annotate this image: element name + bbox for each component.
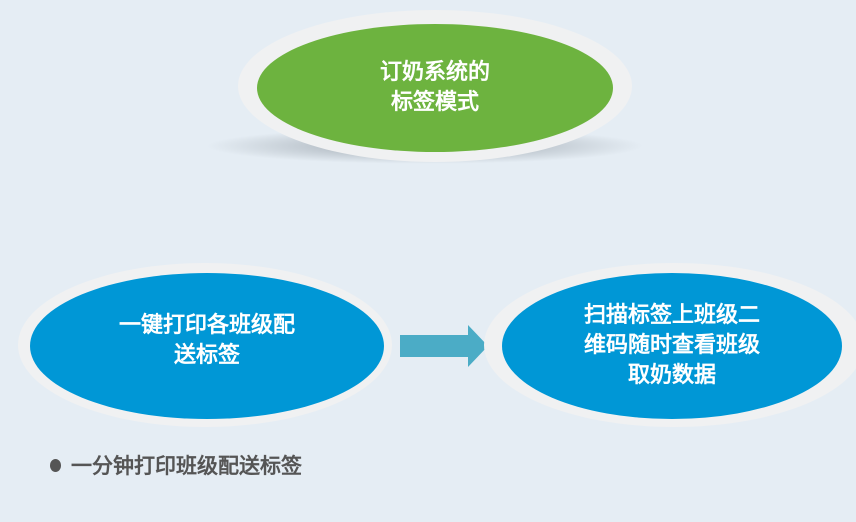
- right-arrow-icon: [400, 325, 488, 367]
- right-node-line2: 维码随时查看班级: [583, 333, 760, 358]
- top-node: 订奶系统的标签模式: [257, 24, 613, 152]
- top-node-line2: 标签模式: [390, 90, 479, 115]
- bullet-item: 一分钟打印班级配送标签: [50, 450, 302, 480]
- left-node-line1: 一键打印各班级配: [118, 313, 295, 338]
- right-node: 扫描标签上班级二维码随时查看班级取奶数据: [502, 273, 842, 419]
- top-node-line1: 订奶系统的: [379, 60, 490, 85]
- right-node-line3: 取奶数据: [627, 363, 716, 388]
- right-node-line1: 扫描标签上班级二: [583, 303, 760, 328]
- left-node: 一键打印各班级配送标签: [30, 273, 384, 419]
- bullet-text: 一分钟打印班级配送标签: [71, 454, 302, 478]
- left-node-line2: 送标签: [173, 343, 240, 368]
- bullet-dot-icon: [50, 458, 61, 472]
